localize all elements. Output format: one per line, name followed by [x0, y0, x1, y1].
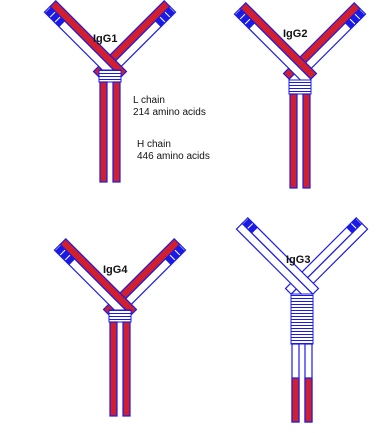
label-igg4: IgG4	[103, 264, 127, 276]
hinge-region	[109, 310, 131, 322]
label-igg1: IgG1	[93, 33, 117, 45]
heavy-chain-segment	[60, 239, 136, 315]
h-chain-length: 446 amino acids	[137, 151, 210, 163]
stem-left	[290, 94, 297, 188]
l-chain-note: L chain 214 amino acids	[133, 95, 206, 119]
hinge-region	[99, 70, 121, 82]
hinge-region	[289, 80, 311, 94]
antibody-igg3	[236, 218, 367, 422]
label-igg3: IgG3	[286, 254, 310, 266]
stem-right-heavy	[305, 378, 312, 422]
l-chain-length: 214 amino acids	[133, 107, 206, 119]
stem-right	[123, 322, 130, 416]
hinge-region	[291, 294, 313, 344]
l-chain-title: L chain	[133, 95, 206, 107]
h-chain-note: H chain 446 amino acids	[137, 139, 210, 163]
right-arm	[54, 239, 136, 321]
heavy-chain-segment	[240, 3, 316, 79]
stem-left-heavy	[292, 378, 299, 422]
stem-left	[110, 322, 117, 416]
h-chain-title: H chain	[137, 139, 210, 151]
label-igg2: IgG2	[283, 28, 307, 40]
stem-left	[100, 82, 107, 182]
stem-right	[303, 94, 310, 188]
right-arm	[234, 3, 316, 85]
stem-right	[113, 82, 120, 182]
